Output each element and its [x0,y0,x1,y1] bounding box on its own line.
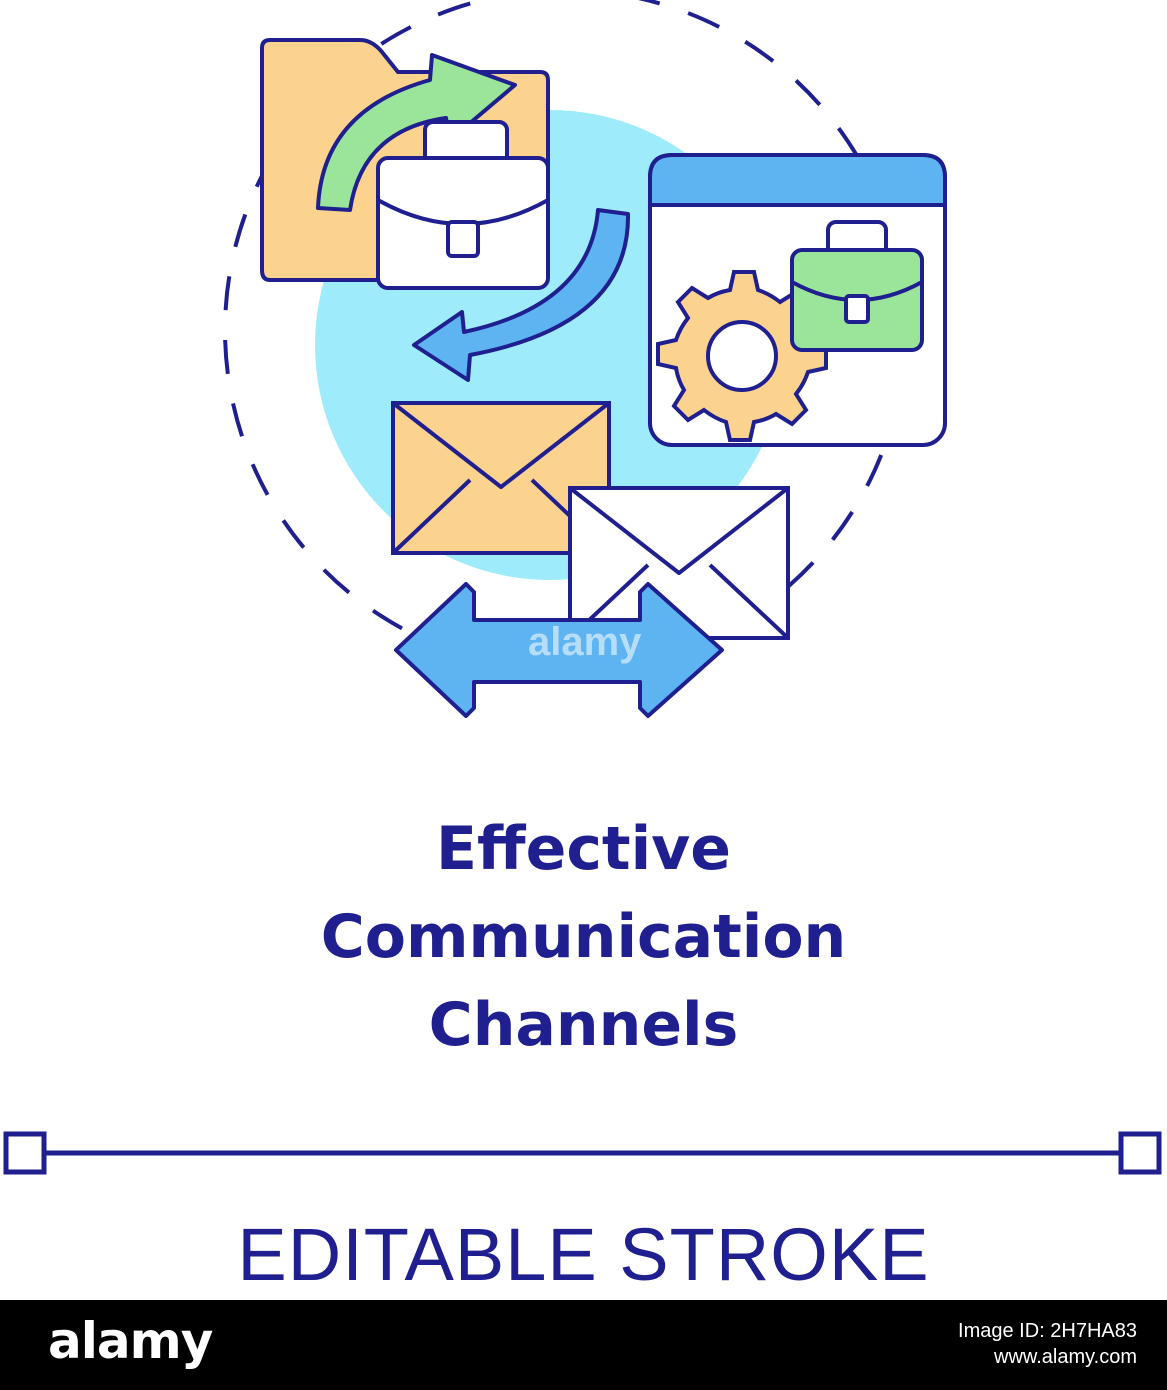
image-id: Image ID: 2H7HA83 [958,1320,1137,1342]
return-arrow-icon [412,208,631,382]
title-line-3: Channels [428,990,739,1060]
cycle-arrow-icon [316,53,517,212]
title-line-1: Effective [436,814,731,884]
footer-bar: alamy Image ID: 2H7HA83 www.alamy.com [0,1300,1167,1390]
editable-stroke-line [3,1131,1162,1175]
footer-logo[interactable]: alamy [48,1312,213,1370]
gear-icon [656,270,828,442]
footer-image-info: Image ID: 2H7HA83 www.alamy.com [958,1318,1137,1370]
title-line-2: Communication [320,902,847,972]
double-arrow-icon [394,582,724,718]
stroke-handle-left [3,1131,47,1175]
page-title: Effective Communication Channels [0,805,1167,1069]
watermark: alamy [528,620,642,664]
briefcase-icon [376,120,550,290]
site-link[interactable]: www.alamy.com [994,1346,1137,1368]
concept-illustration [223,0,947,718]
editable-stroke-label: EDITABLE STROKE [237,1213,930,1296]
stroke-handle-right [1118,1131,1162,1175]
small-briefcase-icon [790,220,924,352]
